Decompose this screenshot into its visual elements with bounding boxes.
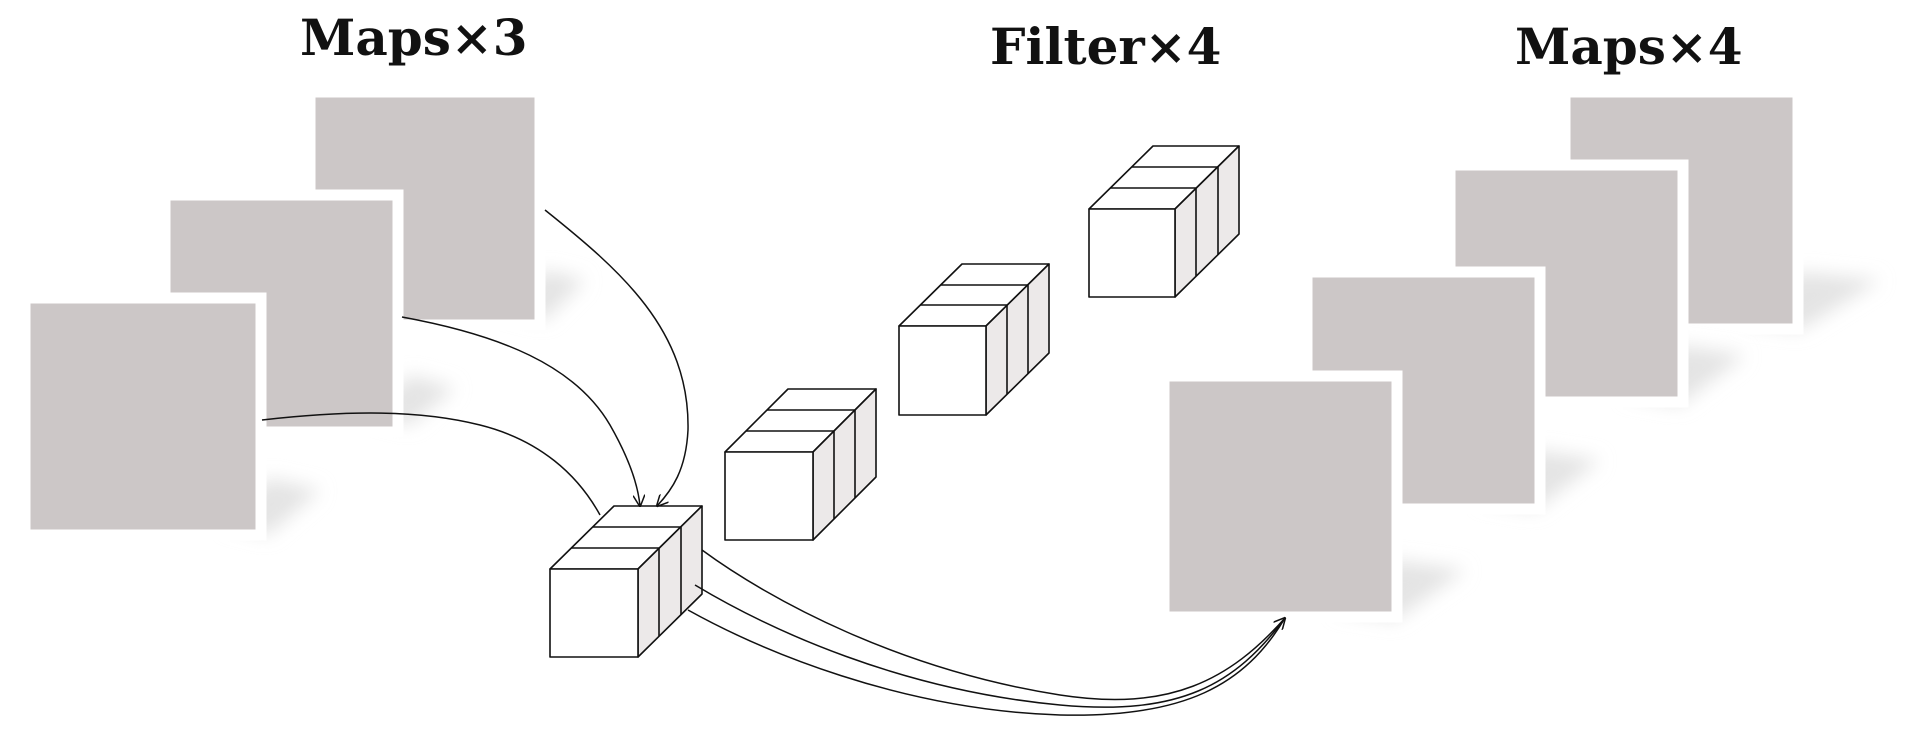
input-maps xyxy=(19,86,585,541)
filter-4 xyxy=(1088,145,1240,298)
connector-map3-to-filter xyxy=(544,209,689,506)
filter-2-front xyxy=(724,451,814,541)
filter-label: Filter×4 xyxy=(990,17,1221,76)
filter-4-front xyxy=(1088,208,1176,298)
connector-map1-to-filter xyxy=(261,412,601,516)
connector-filter-to-output-a xyxy=(701,549,1285,701)
filter-1-front xyxy=(549,568,639,658)
connector-map2-to-filter xyxy=(401,316,640,506)
input-connections xyxy=(261,209,689,516)
input-map-1 xyxy=(19,292,320,541)
filters xyxy=(549,145,1240,658)
input-maps-label: Maps×3 xyxy=(300,8,528,67)
filter-2 xyxy=(724,388,877,541)
output-map-1-rect xyxy=(1158,370,1403,623)
connector-filter-to-output-b xyxy=(694,584,1286,708)
filter-1 xyxy=(549,505,703,658)
connector-filter-to-output-c xyxy=(687,609,1286,716)
input-map-1-rect xyxy=(19,292,267,541)
filter-3-front xyxy=(898,325,987,416)
output-maps xyxy=(1158,86,1880,623)
output-maps-label: Maps×4 xyxy=(1515,17,1743,76)
output-map-1 xyxy=(1158,370,1465,623)
output-connections xyxy=(687,549,1286,716)
filter-3 xyxy=(898,263,1050,416)
